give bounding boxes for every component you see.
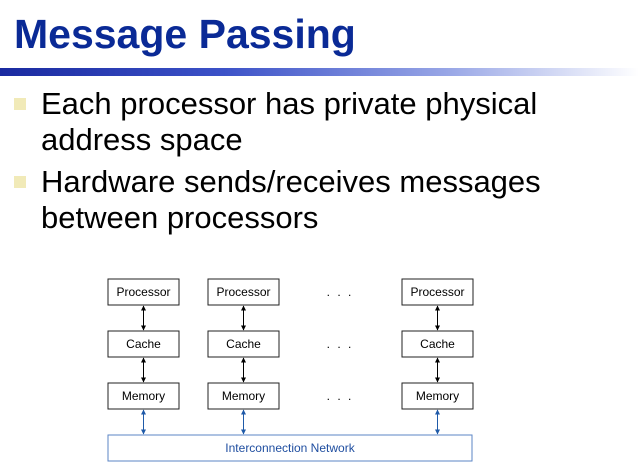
bullet-text: Hardware sends/receives messages between… — [41, 164, 541, 235]
bullet-list: Each processor has private physical addr… — [14, 86, 634, 242]
memory-box — [207, 382, 280, 410]
bullet-marker-icon — [14, 176, 26, 188]
memory-label: Memory — [122, 389, 165, 403]
slide-title: Message Passing — [14, 11, 356, 57]
memory-box — [107, 382, 180, 410]
processor-box — [107, 278, 180, 306]
processor-label: Processor — [116, 285, 170, 299]
bullet-item: Hardware sends/receives messages between… — [14, 164, 634, 236]
cache-label: Cache — [420, 337, 455, 351]
cache-box — [107, 330, 180, 358]
processor-label: Processor — [410, 285, 464, 299]
bullet-item: Each processor has private physical addr… — [14, 86, 634, 158]
cache-label: Cache — [226, 337, 261, 351]
cache-box — [401, 330, 474, 358]
memory-label: Memory — [222, 389, 265, 403]
processor-box — [207, 278, 280, 306]
memory-box — [401, 382, 474, 410]
cache-box — [207, 330, 280, 358]
node-column-3: Processor Cache Memory — [401, 278, 474, 435]
title-underline — [0, 68, 639, 76]
node-column-2: Processor Cache Memory — [207, 278, 280, 435]
ellipsis-processor-row: . . . — [327, 285, 354, 299]
ellipsis-memory-row: . . . — [327, 389, 354, 403]
ellipsis-cache-row: . . . — [327, 337, 354, 351]
bullet-text: Each processor has private physical addr… — [41, 86, 538, 157]
bullet-marker-icon — [14, 98, 26, 110]
processor-label: Processor — [216, 285, 270, 299]
interconnection-network-box — [107, 434, 473, 462]
processor-box — [401, 278, 474, 306]
memory-label: Memory — [416, 389, 459, 403]
cache-label: Cache — [126, 337, 161, 351]
interconnection-network-label: Interconnection Network — [225, 441, 355, 455]
node-column-1: Processor Cache Memory — [107, 278, 180, 435]
